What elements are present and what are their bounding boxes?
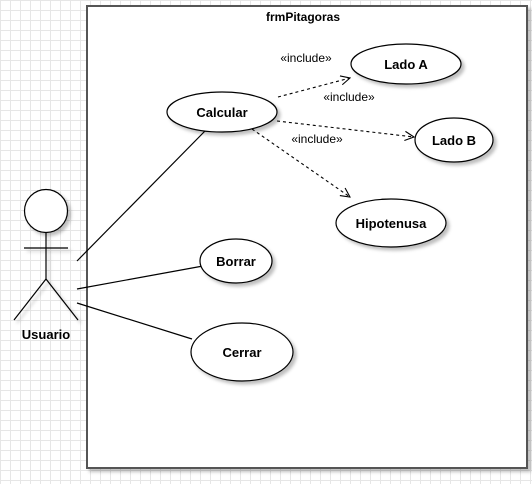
association-calcular[interactable] [76,130,206,262]
include-arrow-lado-a[interactable] [277,78,350,98]
use-case-borrar-ellipse [199,238,273,284]
use-case-hipotenusa[interactable]: Hipotenusa [335,198,447,248]
use-case-cerrar-label: Cerrar [222,345,261,360]
use-case-lado-b-ellipse [414,117,494,163]
include-arrow-hipotenusa[interactable] [251,128,350,197]
use-case-lado-b[interactable]: Lado B [414,117,494,163]
use-case-hipotenusa-label: Hipotenusa [356,216,428,231]
use-case-calcular-ellipse [166,91,278,133]
actor-usuario[interactable] [13,188,79,321]
use-case-lado-a[interactable]: Lado A [350,43,462,85]
use-case-lado-a-label: Lado A [384,57,428,72]
use-case-borrar[interactable]: Borrar [199,238,273,284]
system-boundary[interactable] [86,5,528,469]
use-case-cerrar[interactable]: Cerrar [190,322,294,382]
actor-head [23,188,69,234]
association-cerrar[interactable] [76,302,193,340]
use-case-lado-b-label: Lado B [432,133,476,148]
use-case-calcular-label: Calcular [196,105,247,120]
use-case-lado-a-ellipse [350,43,462,85]
actor-right-leg [45,278,79,321]
association-borrar[interactable] [76,265,204,290]
include-arrow-lado-b[interactable] [276,120,414,137]
actor-label: Usuario [22,327,70,342]
use-case-hipotenusa-ellipse [335,198,447,248]
use-case-borrar-label: Borrar [216,254,256,269]
use-case-cerrar-ellipse [190,322,294,382]
include-label-lado-a: «include» [280,51,332,65]
include-label-lado-b: «include» [323,90,375,104]
use-case-calcular[interactable]: Calcular [166,91,278,133]
system-title: frmPitagoras [266,10,340,24]
include-label-hipotenusa: «include» [291,132,343,146]
actor-left-leg [13,278,47,321]
